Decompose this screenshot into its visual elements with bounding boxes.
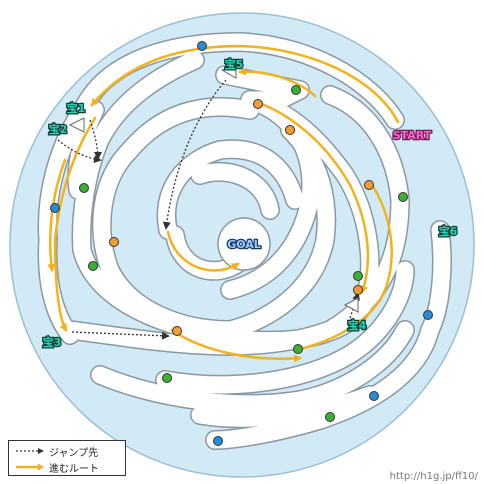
marker-green-8 (325, 412, 335, 422)
map-labels: START GOAL 宝1 宝2 宝3 宝4 宝5 宝6 (41, 56, 458, 351)
route-segment (53, 116, 97, 332)
legend-route-label: 進むルート (49, 463, 99, 475)
start-label: START (393, 129, 432, 142)
legend-jump-label: ジャンプ先 (49, 447, 99, 459)
legend-route-row: 進むルート (15, 460, 99, 475)
marker-blue-4 (369, 391, 379, 401)
marker-blue-1 (197, 41, 207, 51)
chest-flags (68, 65, 359, 313)
marker-layer (50, 41, 433, 446)
route-segment (293, 183, 393, 353)
map-legend: ジャンプ先 進むルート (8, 440, 126, 476)
marker-green-7 (162, 373, 172, 383)
marker-green-6 (293, 344, 303, 354)
marker-orange-5 (353, 285, 363, 295)
route-lines (47, 44, 400, 363)
jump-segment (71, 331, 170, 340)
marker-blue-5 (213, 436, 223, 446)
dotted-arrow-icon (16, 448, 44, 454)
marker-green-5 (353, 271, 363, 281)
route-segment (166, 230, 240, 272)
chest-6-label: 宝6 (439, 224, 458, 238)
chest-1-label: 宝1 (67, 101, 86, 115)
marker-orange-4 (109, 237, 119, 247)
route-segment (260, 102, 370, 294)
marker-green-3 (398, 192, 408, 202)
marker-green-4 (88, 261, 98, 271)
chest-3-label: 宝3 (43, 335, 62, 349)
route-segment (238, 67, 317, 98)
route-segment (47, 158, 67, 272)
route-segment (90, 44, 400, 124)
chest-4-label: 宝4 (348, 318, 367, 332)
marker-green-1 (291, 85, 301, 95)
marker-orange-3 (364, 180, 374, 190)
marker-blue-3 (423, 310, 433, 320)
marker-green-2 (79, 183, 89, 193)
marker-orange-6 (172, 326, 182, 336)
maze-corridors (37, 32, 452, 450)
marker-blue-2 (50, 203, 60, 213)
marker-orange-2 (285, 125, 295, 135)
marker-orange-1 (253, 99, 263, 109)
source-credit: http://h1g.jp/ff10/ (389, 471, 478, 482)
route-arrow-icon (16, 463, 44, 471)
goal-label: GOAL (227, 238, 261, 251)
route-segment (170, 328, 302, 363)
goal-area (217, 217, 271, 271)
chest-2-label: 宝2 (49, 122, 68, 136)
chest-5-label: 宝5 (225, 57, 244, 71)
legend-jump-row: ジャンプ先 (15, 444, 99, 459)
